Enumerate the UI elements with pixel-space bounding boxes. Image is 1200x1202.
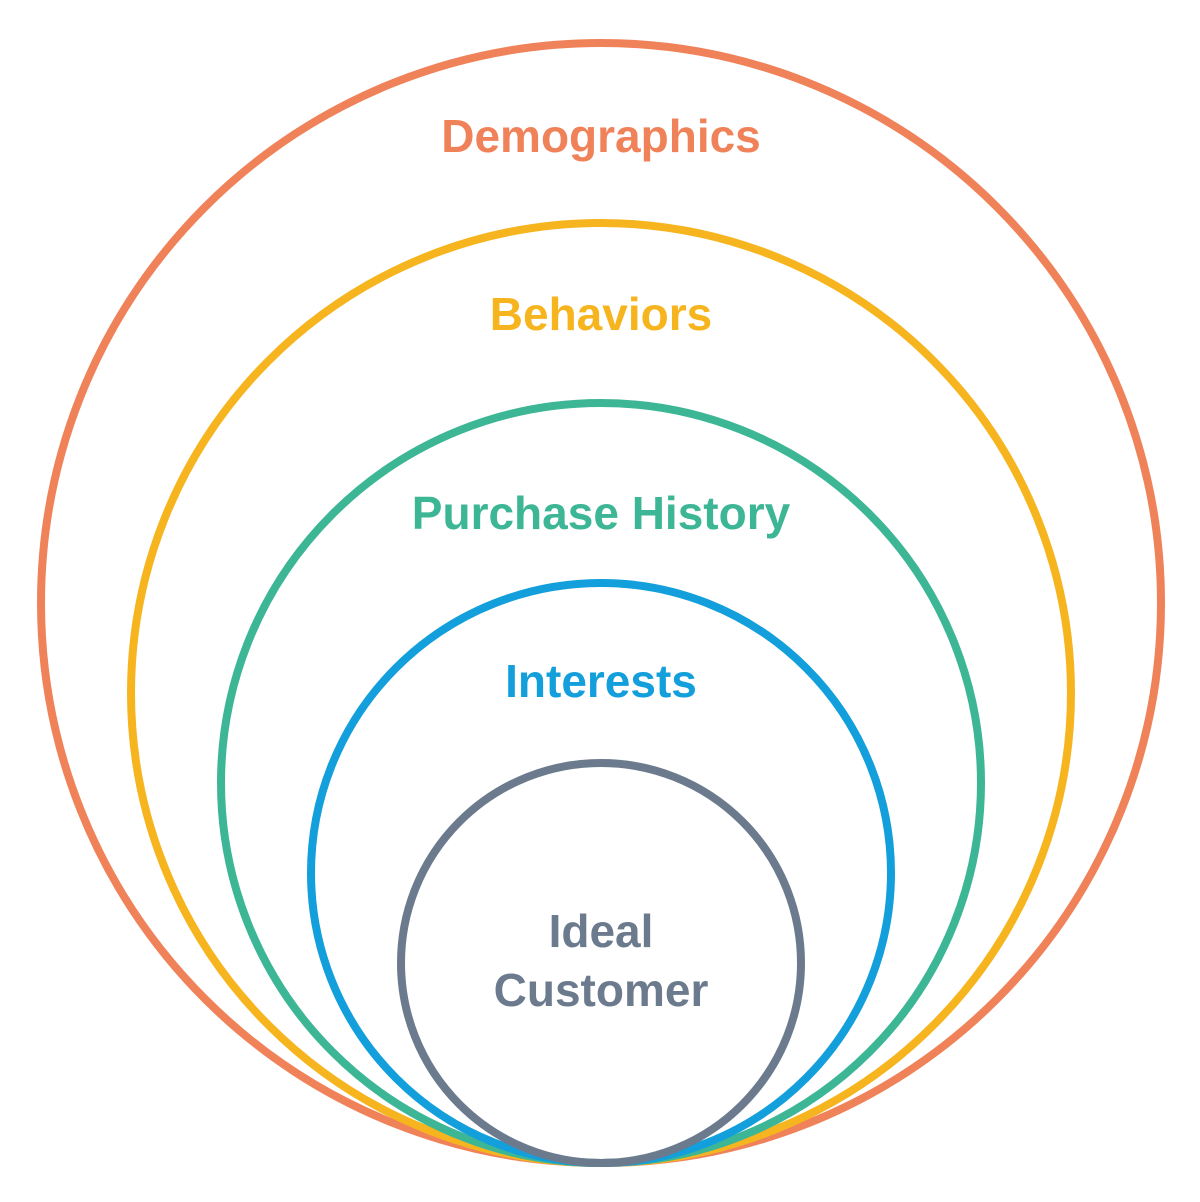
label-purchase-history: Purchase History <box>412 487 791 539</box>
label-interests: Interests <box>505 655 697 707</box>
label-demographics: Demographics <box>441 110 761 162</box>
label-behaviors: Behaviors <box>490 288 712 340</box>
ring-ideal-customer <box>397 759 805 1167</box>
label-customer: Customer <box>494 964 709 1016</box>
label-ideal: Ideal <box>549 905 654 957</box>
